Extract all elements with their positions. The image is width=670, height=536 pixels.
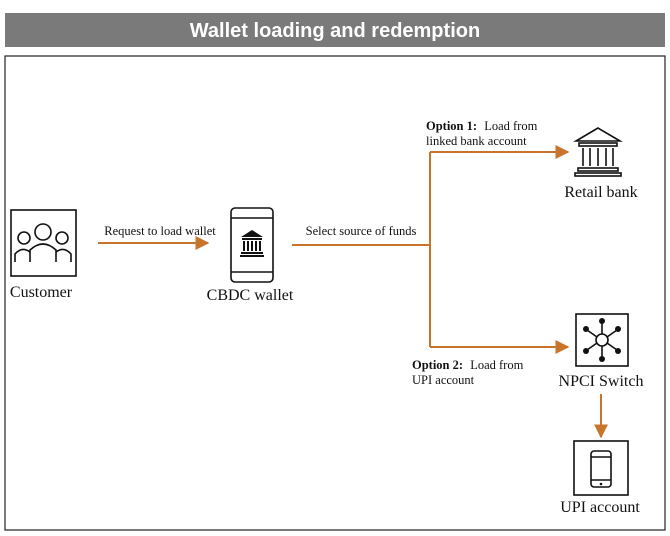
select-source-label: Select source of funds [306,224,417,238]
npci-switch-icon [575,313,629,367]
option2-label-line1: Option 2: Load from [412,358,524,372]
option2-label-line2: UPI account [412,373,475,387]
option1-bold: Option 1: [426,119,477,133]
diagram-title: Wallet loading and redemption [190,20,480,42]
option1-label-line1: Option 1: Load from [426,119,538,133]
option2-text: Load from [470,358,523,372]
option1-text: Load from [484,119,537,133]
diagram-frame [4,55,666,531]
request-to-load-label: Request to load wallet [104,224,216,238]
npci-switch-label: NPCI Switch [559,373,644,390]
option1-label-line2: linked bank account [426,134,527,148]
upi-account-icon [573,440,629,496]
cbdc-wallet-label: CBDC wallet [207,287,294,304]
upi-account-label: UPI account [560,499,640,516]
cbdc-wallet-icon [230,207,274,283]
customer-label: Customer [10,284,73,301]
retail-bank-label: Retail bank [564,184,637,201]
retail-bank-icon [573,127,623,177]
option2-bold: Option 2: [412,358,463,372]
customer-icon [10,209,77,277]
title-bar [5,13,665,47]
